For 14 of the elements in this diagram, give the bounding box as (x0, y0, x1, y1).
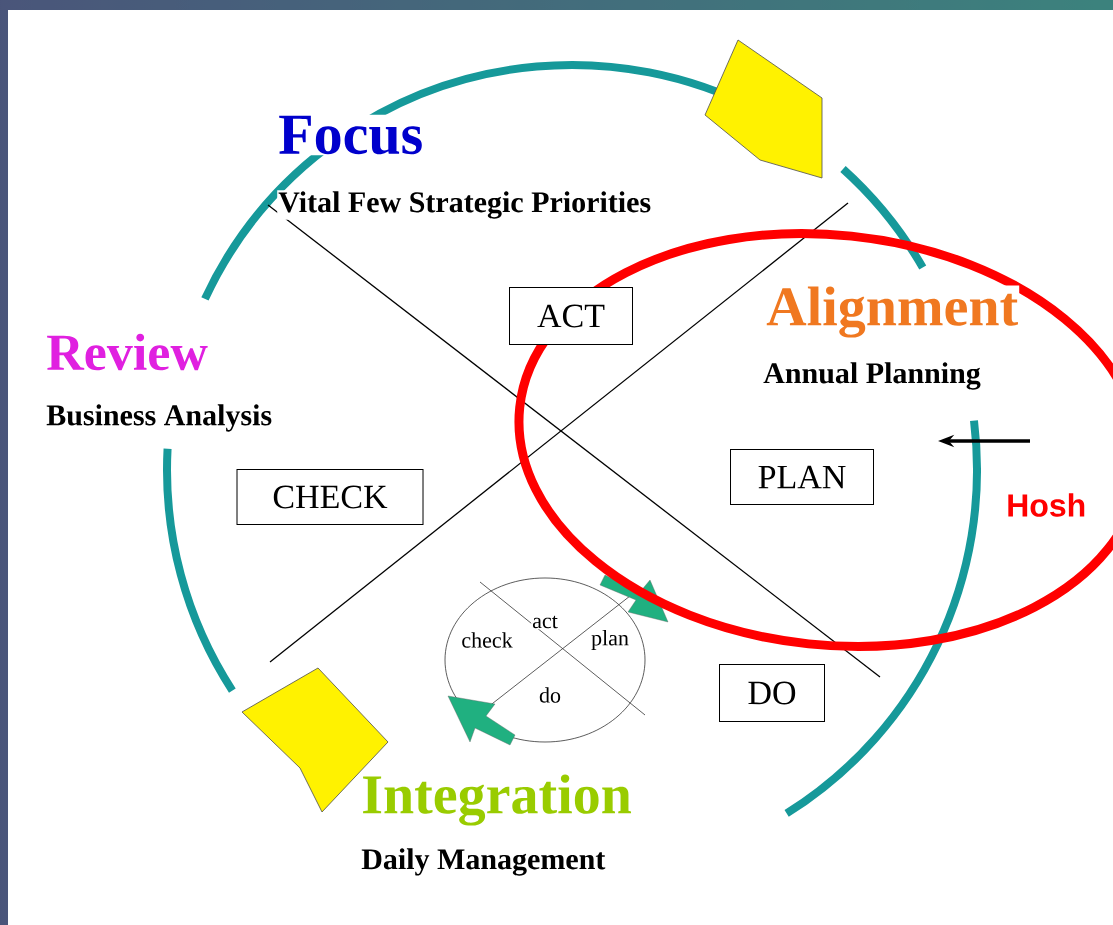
label-box: CHECK (236, 469, 424, 525)
heading: Review (45, 332, 209, 372)
label-box: ACT (509, 287, 633, 345)
subheading: Daily Management (360, 847, 607, 877)
callout-text: Hosh (1005, 492, 1088, 518)
subheading: Vital Few Strategic Priorities (277, 190, 653, 220)
label-box: PLAN (730, 449, 874, 505)
heading: Alignment (765, 285, 1020, 339)
subheading: Annual Planning (762, 361, 982, 391)
subheading: Business Analysis (45, 403, 274, 433)
label-box: DO (719, 664, 825, 722)
heading: Focus (277, 114, 425, 156)
heading: Integration (360, 773, 633, 827)
cycle-labels: act check plan do (460, 614, 630, 704)
